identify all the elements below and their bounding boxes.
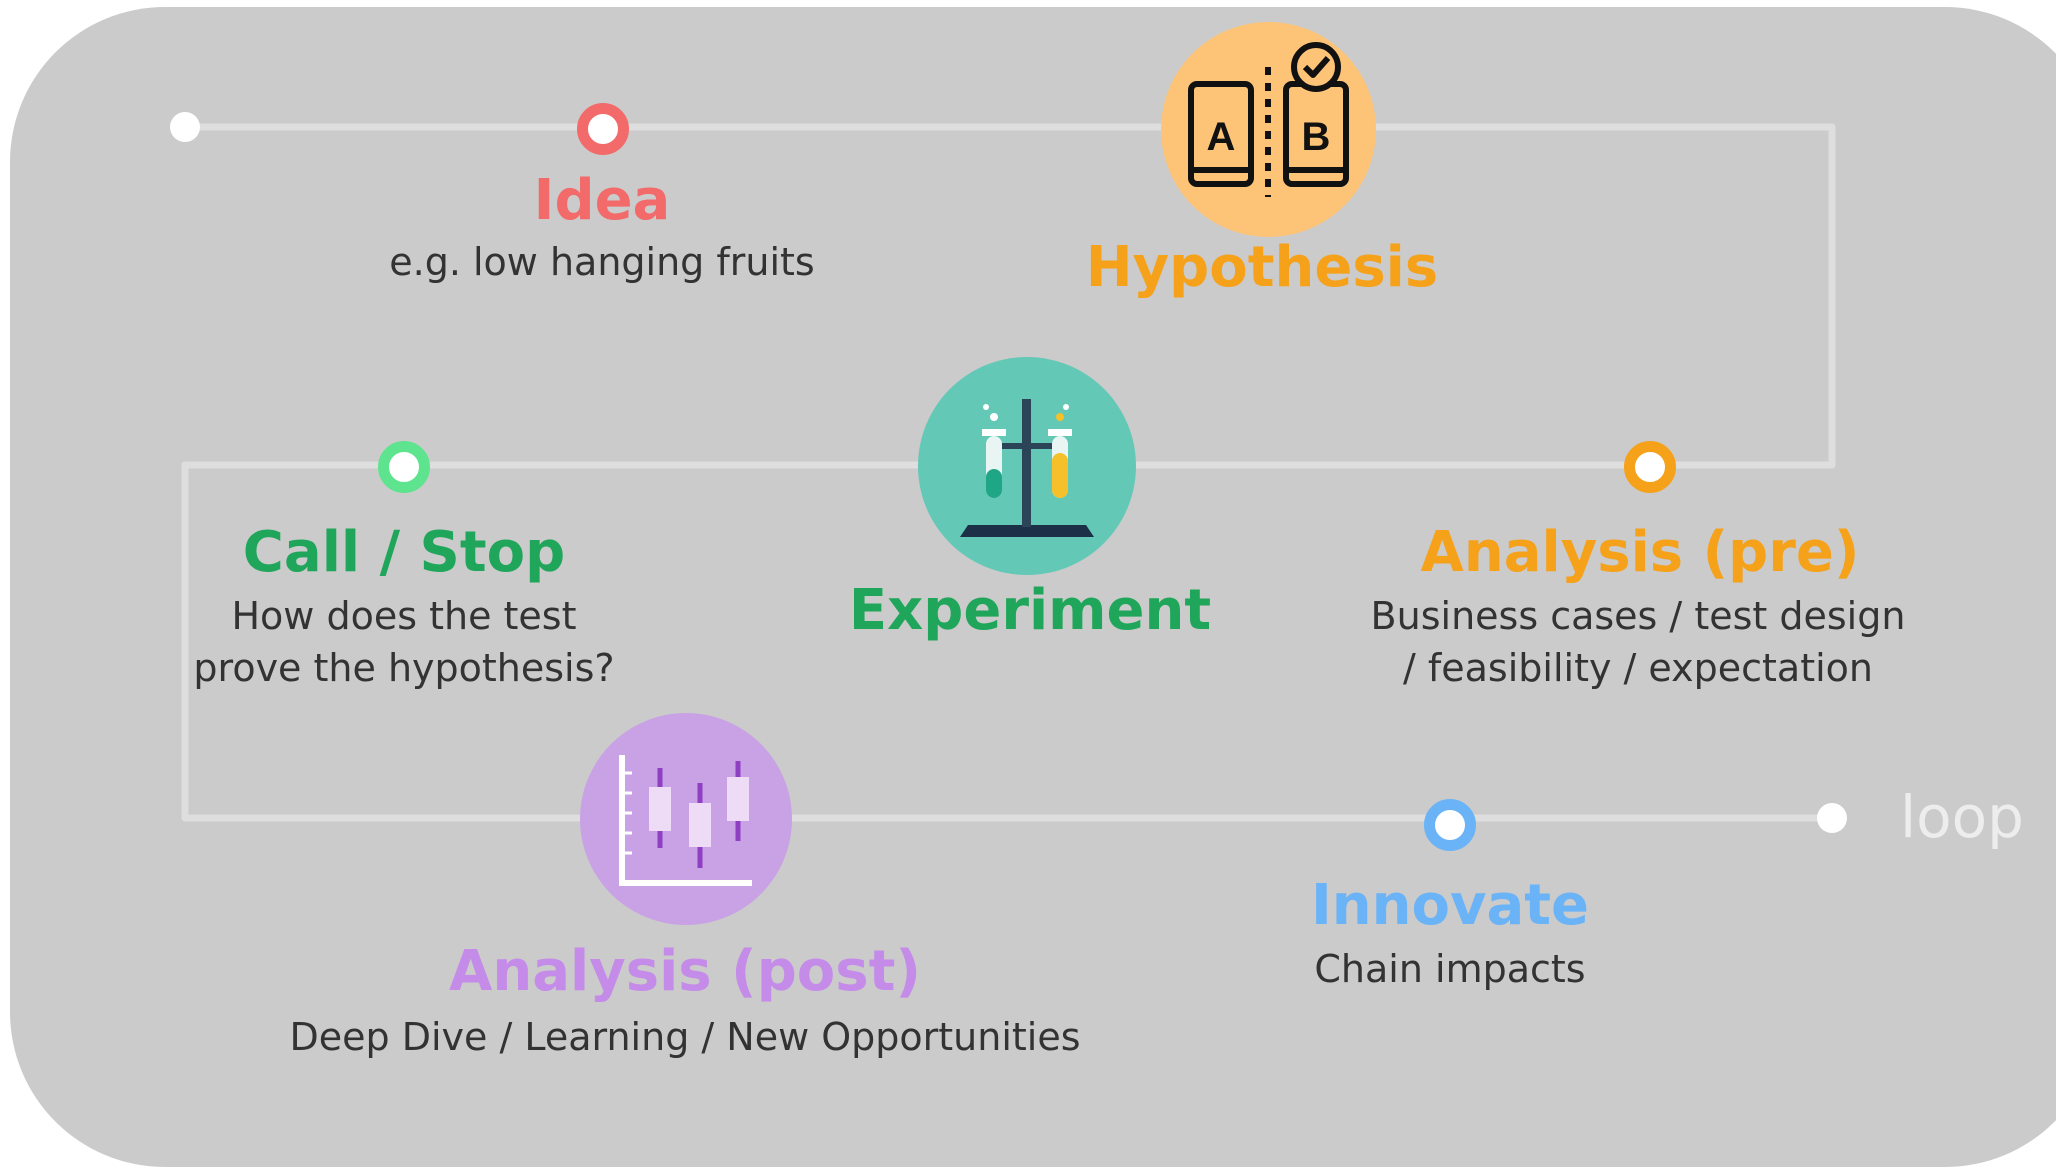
call-stop-title: Call / Stop: [242, 520, 566, 585]
svg-text:B: B: [1302, 115, 1331, 159]
analysis-pre-marker: [1624, 441, 1676, 493]
call-stop-subtitle: How does the test prove the hypothesis?: [193, 590, 614, 694]
analysis-post-title: Analysis (post): [449, 939, 921, 1004]
analysis-pre-subtitle: Business cases / test design / feasibili…: [1371, 590, 1906, 694]
track-end-dot: [1817, 803, 1847, 833]
call-stop-subtitle-line-2: prove the hypothesis?: [193, 646, 615, 690]
loop-label: loop: [1900, 783, 2024, 851]
innovate-subtitle: Chain impacts: [1314, 943, 1585, 995]
call-stop-marker: [378, 441, 430, 493]
idea-subtitle-line: e.g. low hanging fruits: [389, 240, 815, 284]
analysis-post-subtitle: Deep Dive / Learning / New Opportunities: [289, 1011, 1080, 1063]
candlestick-chart-icon: [580, 713, 792, 925]
ab-test-icon: A B: [1161, 22, 1376, 237]
analysis-pre-subtitle-line-2: / feasibility / expectation: [1402, 646, 1873, 690]
diagram-background: [10, 7, 2056, 1167]
track-start-dot: [170, 112, 200, 142]
call-stop-subtitle-line-1: How does the test: [231, 594, 577, 638]
analysis-pre-subtitle-line-1: Business cases / test design: [1370, 594, 1906, 638]
analysis-post-subtitle-line: Deep Dive / Learning / New Opportunities: [289, 1015, 1081, 1059]
innovate-title: Innovate: [1310, 873, 1590, 938]
idea-title: Idea: [533, 168, 671, 233]
test-tubes-icon: [918, 357, 1136, 575]
svg-text:A: A: [1207, 115, 1236, 159]
innovate-subtitle-line: Chain impacts: [1314, 947, 1586, 991]
hypothesis-title: Hypothesis: [1085, 235, 1439, 300]
experiment-title: Experiment: [848, 578, 1212, 643]
analysis-pre-title: Analysis (pre): [1420, 520, 1860, 585]
idea-marker: [577, 103, 629, 155]
innovate-marker: [1424, 799, 1476, 851]
idea-subtitle: e.g. low hanging fruits: [389, 236, 814, 288]
